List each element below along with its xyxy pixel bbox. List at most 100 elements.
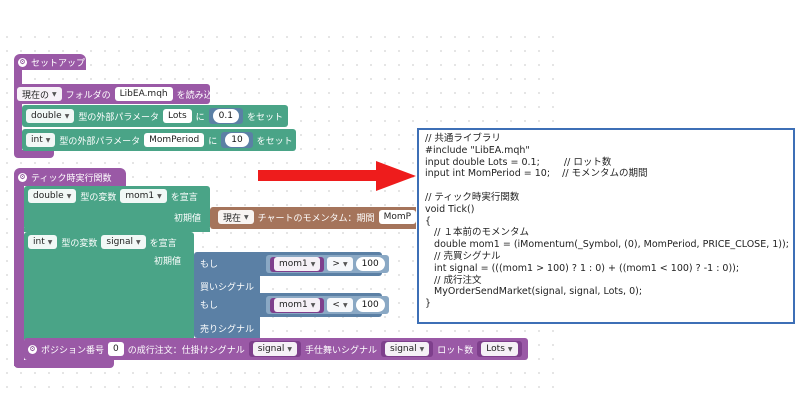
include-mid-label: フォルダの [65, 90, 111, 101]
include-block[interactable]: 現在の▼ フォルダの LibEA.mqh を読み込む [14, 84, 222, 104]
order-entry-slot: signal▼ [248, 341, 302, 357]
param-momperiod-block[interactable]: int▼ 型の外部パラメータ MomPeriod に 10 をセット [22, 129, 296, 151]
chevron-down-icon: ▼ [310, 301, 316, 309]
chevron-down-icon: ▼ [342, 260, 348, 268]
momentum-function-label: チャートのモメンタム：期間 [257, 213, 375, 224]
param-lots-type-dropdown[interactable]: double▼ [26, 109, 75, 123]
var-signal-name-dropdown[interactable]: signal▼ [101, 235, 146, 249]
param-lots-name-field[interactable]: Lots [163, 109, 192, 123]
code-line: // 売買シグナル [425, 250, 501, 262]
param-momperiod-value-slot: 10 [221, 132, 253, 148]
order-entry-signal-dropdown[interactable]: signal▼ [252, 342, 298, 356]
var-mom1-name-dropdown[interactable]: mom1▼ [120, 189, 167, 203]
gear-icon[interactable]: ⚙ [18, 58, 27, 67]
param-momperiod-label: 型の外部パラメータ [59, 136, 141, 147]
chevron-down-icon: ▼ [244, 213, 249, 221]
code-line: // ティック時実行関数 [425, 191, 520, 203]
var-mom1-init-label: 初期値 [174, 214, 202, 224]
if2-label: もし [200, 301, 219, 311]
compare1-row: mom1▼ >▼ 100 [266, 255, 389, 273]
var-mom1-type-dropdown[interactable]: double▼ [28, 189, 77, 203]
chevron-down-icon: ▼ [157, 192, 162, 200]
gear-icon[interactable]: ⚙ [18, 173, 27, 182]
setup-body-left [14, 70, 22, 154]
compare1-value-field[interactable]: 100 [355, 257, 385, 271]
order-exit-label: 手仕舞いシグナル [305, 345, 378, 356]
var-signal-suffix: を宣言 [149, 238, 177, 249]
order-position-field[interactable]: 0 [108, 342, 124, 356]
tick-footer [14, 360, 114, 368]
code-line: // １本前のモメンタム [425, 227, 529, 239]
gear-icon[interactable]: ⚙ [28, 344, 37, 354]
code-line: void Tick() [425, 203, 475, 215]
chevron-down-icon: ▼ [136, 238, 141, 246]
compare2-block[interactable]: mom1▼ <▼ 100 [266, 296, 389, 314]
var-signal-label: 型の変数 [61, 238, 98, 249]
tick-title: ティック時実行関数 [31, 174, 112, 184]
param-momperiod-connector: に [208, 136, 218, 147]
param-lots-value-field[interactable]: 0.1 [212, 109, 239, 123]
compare1-op-dropdown[interactable]: >▼ [327, 257, 353, 271]
chevron-down-icon: ▼ [64, 112, 70, 120]
var-signal-type-dropdown[interactable]: int▼ [28, 235, 58, 249]
var-signal-init-label: 初期値 [154, 257, 182, 267]
code-line: { [425, 215, 432, 227]
compare2-var-dropdown[interactable]: mom1▼ [274, 298, 321, 312]
order-block[interactable]: ⚙ ポジション番号 0 の成行注文：仕掛けシグナル signal▼ 手仕舞いシグ… [24, 338, 528, 360]
param-momperiod-type-dropdown[interactable]: int▼ [26, 133, 56, 147]
ternary-block[interactable]: もし 買いシグナル もし 売りシグナル [194, 252, 260, 338]
var-mom1-suffix: を宣言 [170, 192, 198, 203]
param-momperiod-name-field[interactable]: MomPeriod [144, 133, 205, 147]
code-line: input double Lots = 0.1; // ロット数 [425, 156, 612, 168]
setup-block[interactable]: ⚙ セットアップ [14, 54, 86, 70]
var-mom1-bottom [24, 228, 210, 232]
compare2-var-slot: mom1▼ [270, 297, 325, 313]
compare2-value-field[interactable]: 100 [355, 298, 385, 312]
param-momperiod-value-field[interactable]: 10 [225, 133, 249, 147]
chevron-down-icon: ▼ [47, 238, 53, 246]
momentum-scope-dropdown[interactable]: 現在▼ [218, 210, 254, 224]
param-lots-suffix: をセット [246, 112, 283, 123]
include-scope-dropdown[interactable]: 現在の▼ [17, 87, 62, 101]
chevron-down-icon: ▼ [507, 345, 513, 353]
setup-footer [14, 150, 54, 158]
code-line [425, 180, 787, 192]
if1-label: もし [200, 260, 219, 270]
param-lots-block[interactable]: double▼ 型の外部パラメータ Lots に 0.1 をセット [22, 105, 288, 127]
include-file-field[interactable]: LibEA.mqh [114, 87, 173, 101]
momentum-period-field[interactable]: MomP [378, 210, 417, 224]
order-lots-slot: Lots▼ [477, 341, 522, 357]
param-lots-label: 型の外部パラメータ [78, 112, 160, 123]
code-line: input int MomPeriod = 10; // モメンタムの期間 [425, 168, 648, 180]
tick-block[interactable]: ⚙ ティック時実行関数 [14, 168, 126, 186]
red-arrow-head [376, 161, 416, 191]
generated-code-panel: // 共通ライブラリ#include "LibEA.mqh"input doub… [417, 128, 795, 324]
code-line: // 共通ライブラリ [425, 133, 501, 144]
if2-then-label: 売りシグナル [200, 325, 255, 335]
order-exit-signal-dropdown[interactable]: signal▼ [385, 342, 430, 356]
param-lots-connector: に [195, 112, 205, 123]
momentum-function-block[interactable]: 現在▼ チャートのモメンタム：期間 MomP [210, 207, 417, 229]
order-entry-label: の成行注文：仕掛けシグナル [127, 345, 245, 356]
chevron-down-icon: ▼ [310, 260, 316, 268]
compare1-var-slot: mom1▼ [270, 256, 325, 272]
var-signal-block[interactable]: int▼ 型の変数 signal▼ を宣言 初期値 [24, 232, 194, 342]
compare1-block[interactable]: mom1▼ >▼ 100 [266, 255, 389, 273]
param-lots-value-slot: 0.1 [208, 108, 243, 124]
order-lots-dropdown[interactable]: Lots▼ [481, 342, 518, 356]
code-line: } [425, 298, 432, 310]
chevron-down-icon: ▼ [342, 301, 348, 309]
if1-then-label: 買いシグナル [200, 283, 255, 293]
compare2-op-dropdown[interactable]: <▼ [327, 298, 353, 312]
var-mom1-block[interactable]: double▼ 型の変数 mom1▼ を宣言 初期値 [24, 186, 210, 230]
code-line: int signal = (((mom1 > 100) ? 1 : 0) + (… [425, 262, 740, 274]
chevron-down-icon: ▼ [287, 345, 293, 353]
compare2-row: mom1▼ <▼ 100 [266, 296, 389, 314]
tick-body-left [14, 186, 24, 366]
compare1-var-dropdown[interactable]: mom1▼ [274, 257, 321, 271]
chevron-down-icon: ▼ [419, 345, 425, 353]
order-exit-slot: signal▼ [381, 341, 434, 357]
code-line: // 成行注文 [425, 274, 482, 286]
chevron-down-icon: ▼ [52, 90, 57, 98]
include-suffix-label: を読み込む [176, 90, 222, 101]
